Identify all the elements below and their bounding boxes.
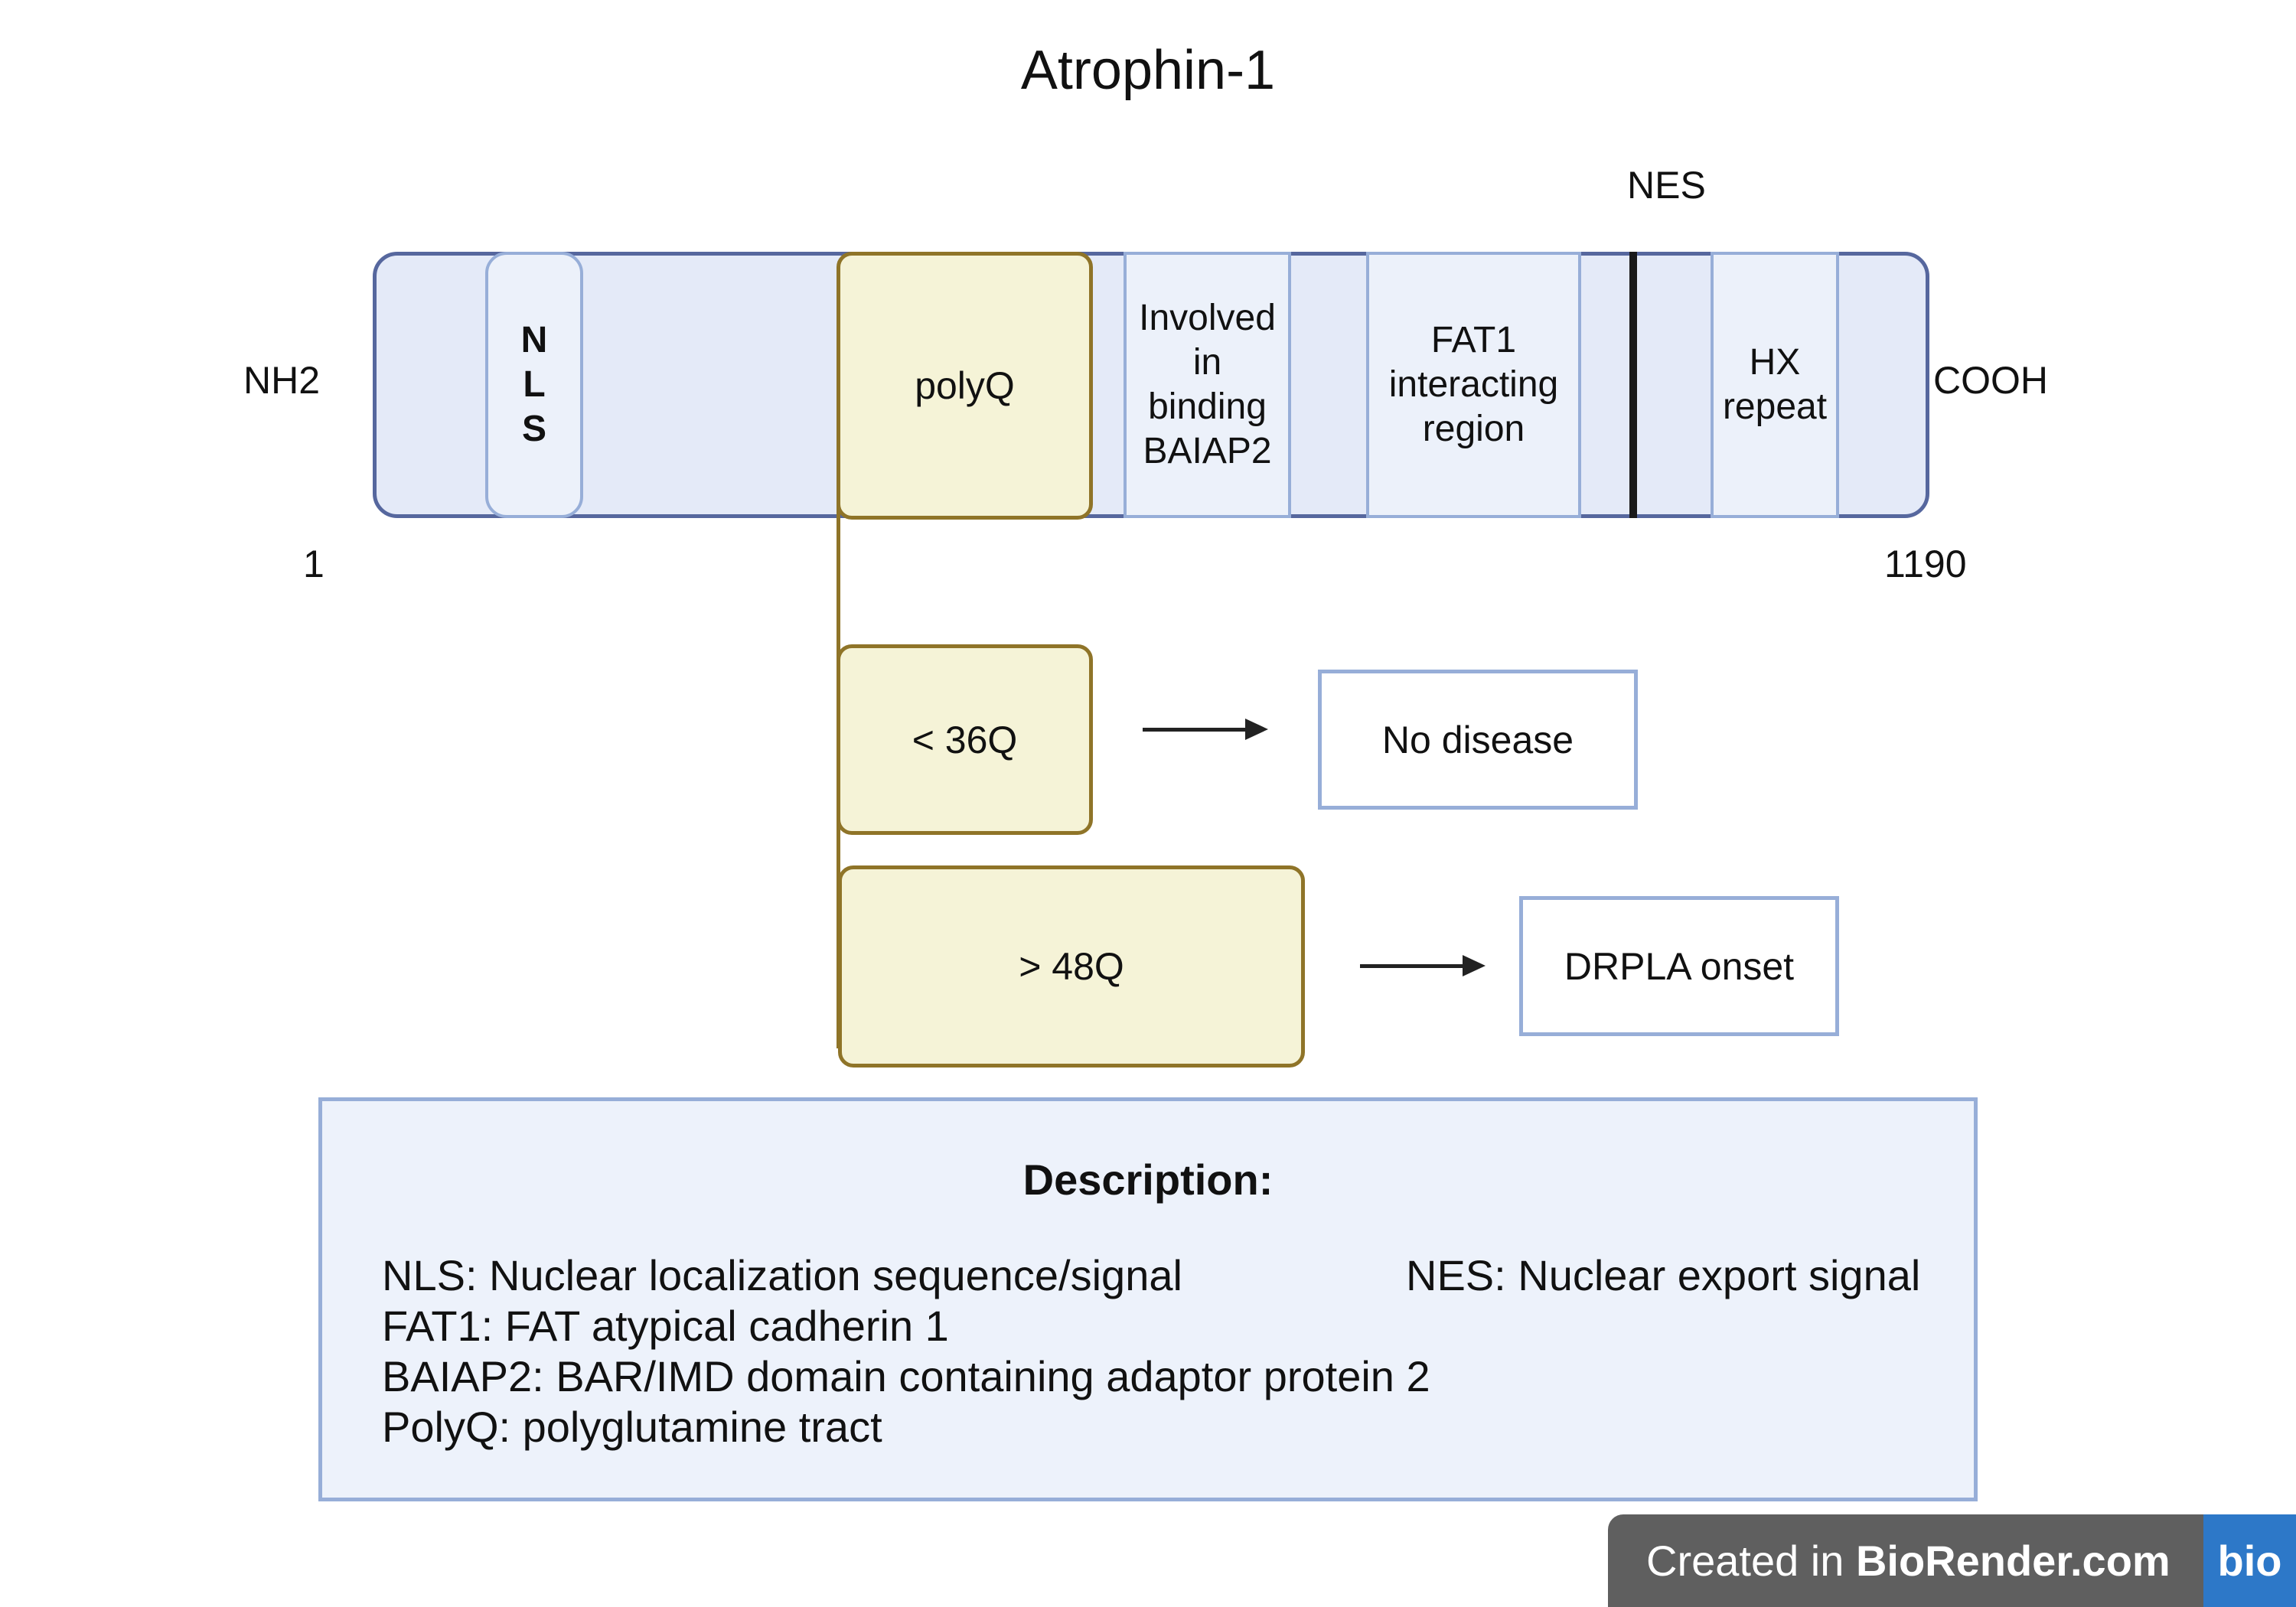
drpla-onset-label: DRPLA onset — [1564, 944, 1795, 988]
watermark-brand: BioRender.com — [1855, 1537, 2170, 1585]
biorender-logo-icon: bio — [2203, 1514, 2296, 1607]
watermark-text: Created in BioRender.com — [1646, 1514, 2170, 1607]
biorender-watermark[interactable]: Created in BioRender.com bio — [1608, 1514, 2296, 1607]
long-repeat-label: > 48Q — [1019, 945, 1124, 988]
diagram-title: Atrophin-1 — [1020, 40, 1276, 101]
watermark-prefix: Created in — [1646, 1537, 1856, 1585]
arrow-head-icon — [1245, 719, 1268, 740]
baiap2-binding-domain: Involved in binding BAIAP2 — [1124, 252, 1291, 518]
description-nes: NES: Nuclear export signal — [1406, 1251, 1921, 1299]
arrow-head-icon — [1463, 955, 1486, 976]
end-position-label: 1190 — [1884, 543, 1967, 585]
baiap2-domain-label: Involved in binding BAIAP2 — [1139, 298, 1276, 471]
description-nls: NLS: Nuclear localization sequence/signa… — [382, 1251, 1182, 1299]
fat1-interacting-domain: FAT1 interacting region — [1366, 252, 1581, 518]
short-repeat-label: < 36Q — [912, 718, 1018, 761]
description-baiap2: BAIAP2: BAR/IMD domain containing adapto… — [382, 1352, 1430, 1400]
description-heading: Description: — [1022, 1156, 1274, 1204]
short-repeat-box: < 36Q — [837, 644, 1093, 835]
nes-marker — [1629, 252, 1637, 518]
start-position-label: 1 — [303, 543, 325, 585]
drpla-onset-box: DRPLA onset — [1519, 896, 1839, 1036]
description-panel: Description: NLS: Nuclear localization s… — [318, 1097, 1978, 1501]
polyq-domain-label: polyQ — [915, 364, 1015, 407]
nls-domain-label: N L S — [520, 320, 548, 449]
fat1-domain-label: FAT1 interacting region — [1388, 320, 1559, 449]
description-polyq: PolyQ: polyglutamine tract — [382, 1403, 882, 1451]
long-repeat-arrow — [1360, 964, 1463, 968]
description-fat1: FAT1: FAT atypical cadherin 1 — [382, 1302, 949, 1350]
no-disease-box: No disease — [1318, 670, 1638, 810]
hx-repeat-domain: HX repeat — [1711, 252, 1839, 518]
hx-domain-label: HX repeat — [1722, 342, 1828, 427]
n-terminus-label: NH2 — [243, 359, 321, 402]
nls-domain: N L S — [485, 252, 583, 518]
short-repeat-arrow — [1143, 728, 1246, 732]
c-terminus-label: COOH — [1933, 359, 2048, 402]
polyq-domain: polyQ — [837, 252, 1093, 520]
no-disease-label: No disease — [1381, 718, 1574, 761]
nes-label: NES — [1627, 164, 1706, 207]
long-repeat-box: > 48Q — [838, 865, 1305, 1068]
